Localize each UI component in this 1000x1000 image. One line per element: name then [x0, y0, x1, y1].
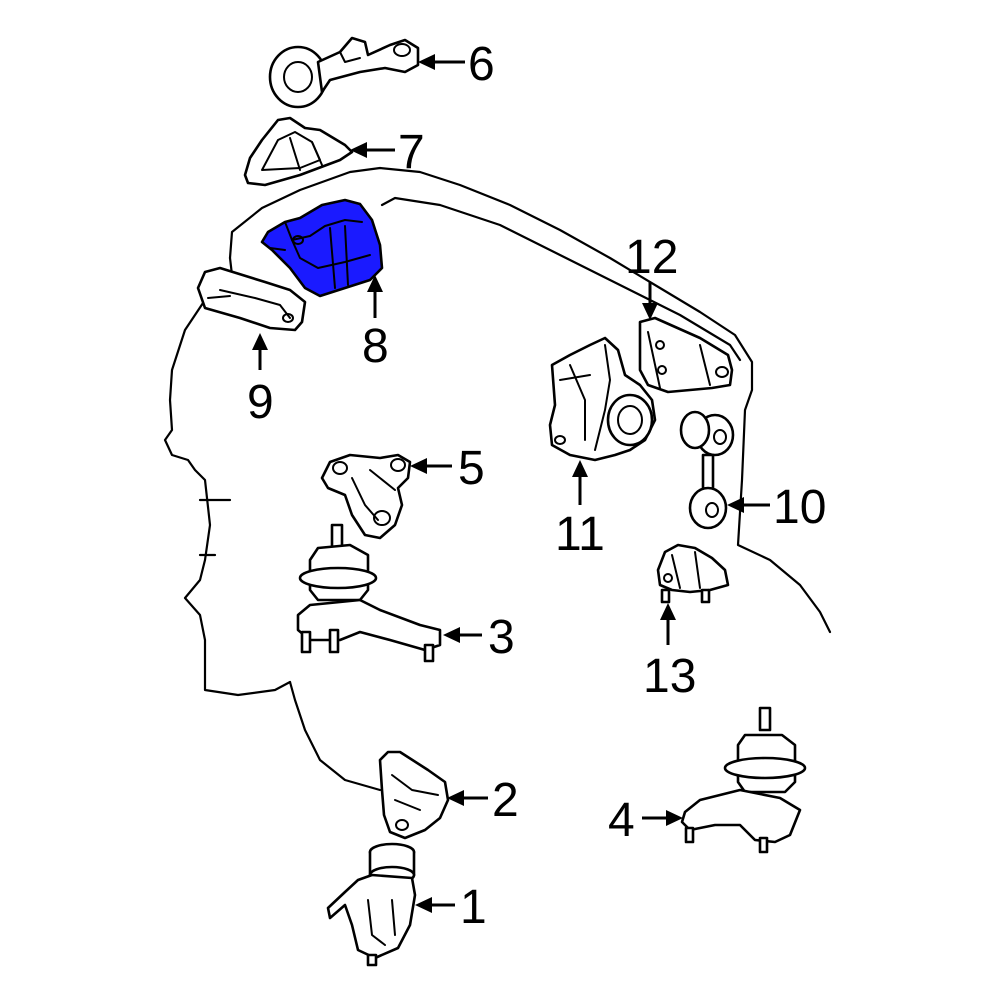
engine-outline	[163, 166, 832, 792]
part-6-torque-rod[interactable]	[268, 36, 420, 109]
callout-4: 4	[608, 794, 635, 847]
callout-8: 8	[362, 320, 389, 373]
part-3-engine-mount[interactable]	[296, 523, 442, 663]
part-4-engine-mount[interactable]	[680, 706, 807, 854]
callout-9: 9	[247, 376, 274, 429]
callout-6: 6	[468, 38, 495, 91]
part-9-bracket[interactable]	[196, 266, 307, 332]
callout-5: 5	[458, 442, 485, 495]
callout-labels: 6 7 8 9 5 3 2 1 4 11 12 10 13	[247, 38, 826, 934]
callout-1: 1	[460, 881, 487, 934]
callout-2: 2	[492, 774, 519, 827]
part-8-mount-insulator[interactable]	[260, 198, 384, 298]
callout-12: 12	[625, 231, 678, 284]
callout-7: 7	[398, 126, 425, 179]
part-1-engine-mount[interactable]	[326, 842, 417, 967]
part-5-bracket[interactable]	[320, 453, 412, 540]
part-12-bracket-plate[interactable]	[638, 316, 734, 394]
callout-11: 11	[555, 508, 605, 561]
part-11-bracket[interactable]	[548, 336, 657, 462]
callout-10: 10	[773, 481, 826, 534]
part-2-bracket[interactable]	[378, 750, 450, 840]
part-13-bracket[interactable]	[656, 543, 730, 604]
callout-3: 3	[488, 611, 515, 664]
callout-13: 13	[643, 650, 696, 703]
leader-arrows	[252, 54, 770, 913]
part-10-stabilizer-link[interactable]	[679, 410, 735, 530]
part-7-bracket[interactable]	[243, 116, 354, 187]
